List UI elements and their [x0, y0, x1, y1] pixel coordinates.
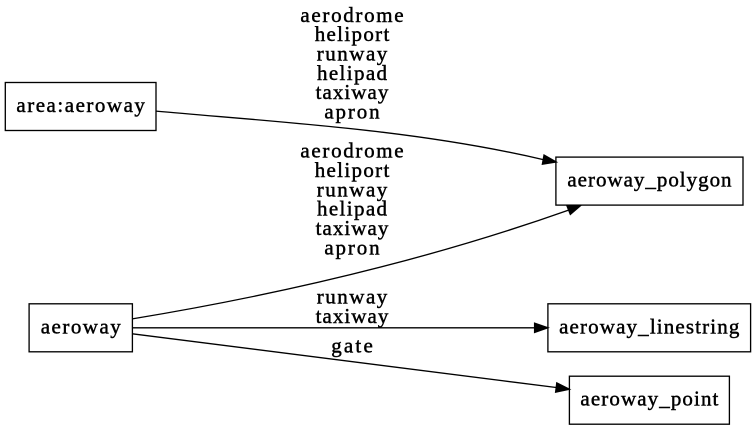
- svg-text:helipad: helipad: [317, 197, 388, 221]
- svg-text:aeroway: aeroway: [41, 314, 122, 338]
- svg-text:aeroway_polygon: aeroway_polygon: [567, 168, 732, 192]
- svg-text:gate: gate: [331, 333, 373, 357]
- svg-text:heliport: heliport: [315, 158, 390, 182]
- svg-text:runway: runway: [317, 285, 388, 309]
- svg-text:runway: runway: [317, 42, 388, 66]
- svg-text:helipad: helipad: [317, 61, 388, 85]
- svg-text:taxiway: taxiway: [316, 304, 389, 328]
- svg-text:apron: apron: [324, 100, 380, 124]
- svg-text:apron: apron: [324, 235, 380, 259]
- svg-text:heliport: heliport: [315, 22, 390, 46]
- svg-text:taxiway: taxiway: [316, 80, 389, 104]
- svg-text:aeroway_point: aeroway_point: [580, 386, 718, 410]
- svg-text:aerodrome: aerodrome: [300, 139, 403, 163]
- svg-text:aeroway_linestring: aeroway_linestring: [559, 314, 740, 338]
- svg-text:area:aeroway: area:aeroway: [16, 93, 145, 117]
- svg-text:runway: runway: [317, 177, 388, 201]
- svg-text:aerodrome: aerodrome: [300, 3, 403, 27]
- svg-text:taxiway: taxiway: [316, 216, 389, 240]
